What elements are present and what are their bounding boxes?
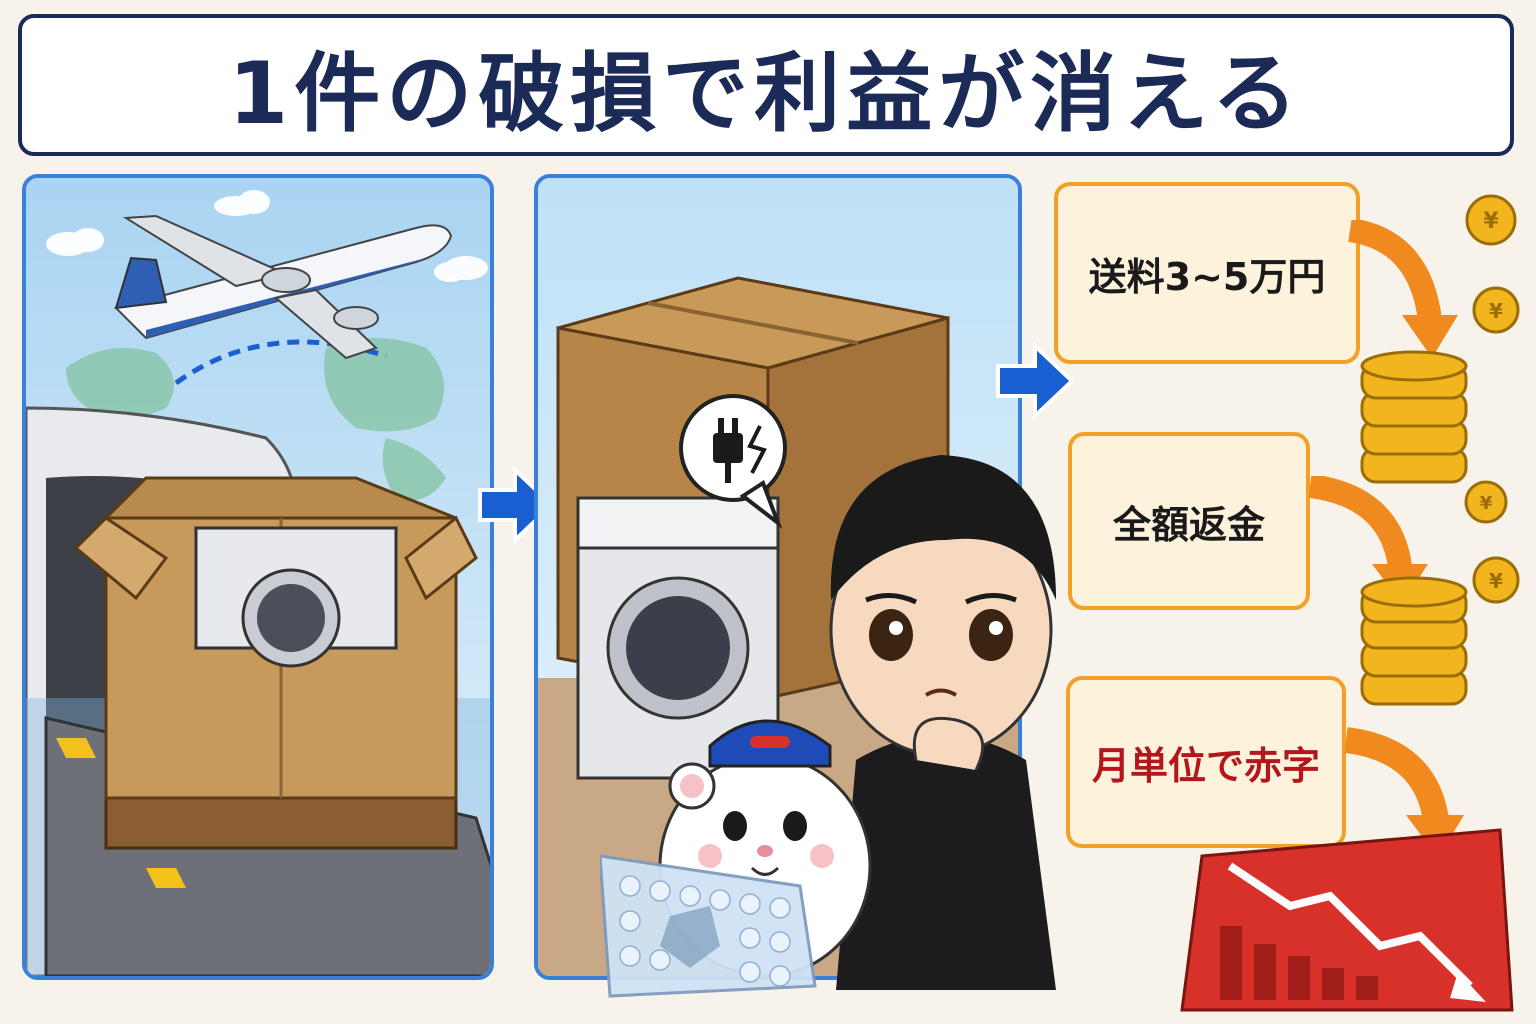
airplane-icon [114, 214, 453, 360]
page-title: 1件の破損で利益が消える [228, 43, 1304, 144]
shipping-cost-box: 送料3~5万円 [1054, 182, 1360, 364]
broken-plug-icon [679, 394, 787, 529]
washing-machine-icon [194, 526, 398, 668]
shipping-panel [22, 174, 494, 980]
down-arrow-icon [1347, 220, 1458, 358]
hamster-mascot-icon [600, 719, 872, 998]
svg-text:¥: ¥ [1489, 299, 1503, 323]
refund-box: 全額返金 [1068, 432, 1310, 610]
title-banner: 1件の破損で利益が消える [18, 14, 1514, 156]
refund-label: 全額返金 [1112, 502, 1265, 547]
world-map-icon [66, 338, 446, 501]
shipping-cost-label: 送料3~5万円 [1088, 254, 1326, 299]
svg-text:¥: ¥ [1480, 493, 1493, 514]
svg-text:¥: ¥ [1483, 209, 1499, 234]
right-arrow-icon [478, 465, 555, 545]
svg-text:¥: ¥ [1489, 569, 1503, 593]
falling-chart-icon [1180, 828, 1514, 1012]
monthly-loss-label: 月単位で赤字 [1091, 743, 1320, 788]
washing-machine-icon [576, 496, 780, 780]
yen-coin-icon: ¥ ¥ [1465, 194, 1520, 334]
yen-coin-icon: ¥ ¥ [1464, 480, 1520, 604]
coin-stack-icon: ¥ ¥ [1360, 480, 1520, 706]
right-arrow-icon [996, 341, 1075, 421]
worried-person-icon [829, 455, 1056, 990]
torn-bubble-wrap-icon [600, 854, 817, 998]
monthly-loss-box: 月単位で赤字 [1066, 676, 1346, 848]
coin-stack-icon: ¥ ¥ [1360, 194, 1520, 484]
